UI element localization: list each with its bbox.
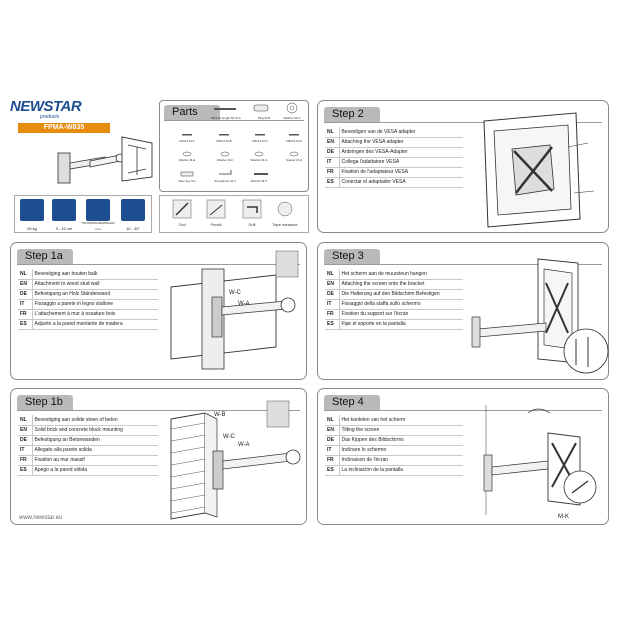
step4-illustration (483, 405, 597, 515)
tools-panel (159, 195, 309, 233)
tools-icons (172, 199, 293, 219)
step1b-illustration (170, 400, 301, 520)
label-w-c: W-C (223, 434, 235, 440)
tool-label: Pencil (210, 222, 222, 227)
step1a-illustration (170, 250, 299, 370)
spec-vesa: 75x75/100x100/200x200 mm (80, 197, 116, 232)
tool-label: Drill (248, 222, 256, 227)
footer-url[interactable]: www.newstar.eu (19, 515, 63, 521)
label-w-b: W-B (214, 412, 226, 418)
label-w-c: W-C (229, 290, 241, 296)
step1a-title: Step 1a (17, 249, 73, 264)
label-m-k: M-K (558, 514, 569, 520)
parts-title: Parts (164, 105, 220, 120)
step4-title: Step 4 (324, 395, 380, 410)
step2-illustration (483, 112, 595, 228)
product-illustration (57, 136, 153, 184)
label-w-a: W-A (238, 442, 250, 448)
arm-length-icon (52, 199, 76, 221)
tool-label: Tool (178, 222, 186, 227)
weight-icon (20, 199, 44, 221)
spec-arm-length: 9 - 42 cm (48, 197, 80, 232)
parts-panel: Parts (159, 100, 309, 192)
vesa-pattern-icon (86, 199, 110, 221)
spec-weight: 26 kg (16, 197, 48, 232)
step2-title: Step 2 (324, 107, 380, 122)
step1b-title: Step 1b (17, 395, 73, 410)
parts-icons (180, 102, 299, 177)
model-number: FPMA-W835 (18, 123, 110, 133)
tool-label: Tape measure (272, 222, 298, 227)
label-w-a: W-A (238, 301, 250, 307)
logo-subtitle: products (40, 114, 60, 120)
step3-title: Step 3 (324, 249, 380, 264)
step3-illustration (471, 258, 609, 374)
brand-logo: NEWSTAR products (10, 98, 82, 120)
spec-screen-size: 10 - 40" (116, 197, 150, 232)
screen-size-icon (121, 199, 145, 221)
logo-text: NEWSTAR (10, 98, 82, 115)
specs-panel (14, 195, 152, 233)
